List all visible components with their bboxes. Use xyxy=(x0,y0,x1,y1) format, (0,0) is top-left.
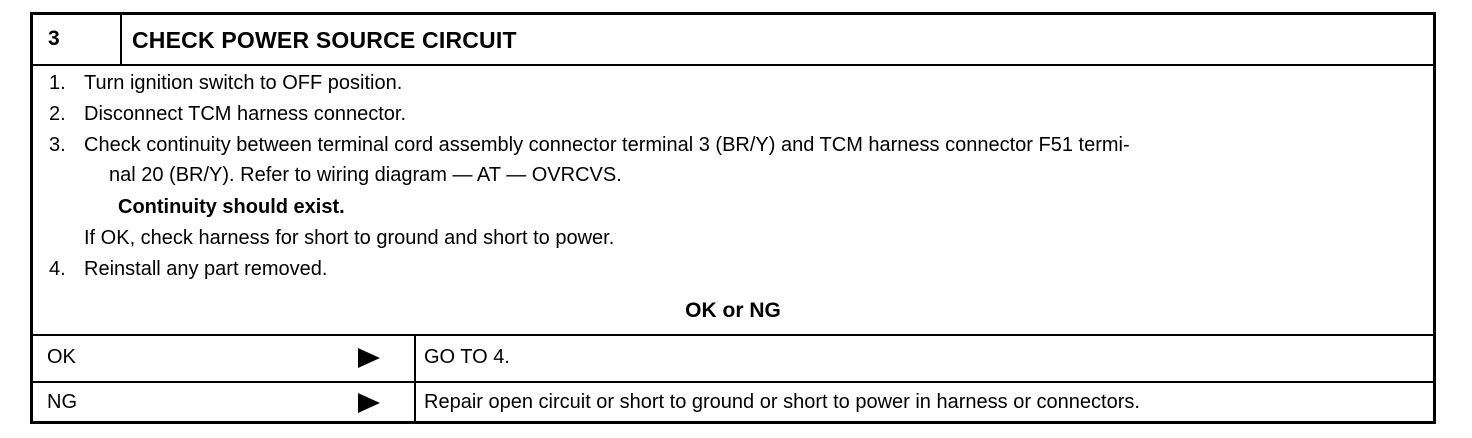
column-divider xyxy=(414,335,416,421)
result-action-ng: Repair open circuit or short to ground o… xyxy=(424,391,1140,413)
instruction-number: 1. xyxy=(49,72,66,94)
instruction-text: Reinstall any part removed. xyxy=(84,258,328,280)
result-heading: OK or NG xyxy=(685,299,781,322)
spec-callout: Continuity should exist. xyxy=(118,196,345,218)
row-divider xyxy=(33,334,1433,336)
step-number-cell: 3 xyxy=(33,15,122,64)
result-label-ng: NG xyxy=(47,391,77,413)
instruction-text: Disconnect TCM harness connector. xyxy=(84,103,407,125)
instruction-note: If OK, check harness for short to ground… xyxy=(84,227,615,249)
instruction-number: 4. xyxy=(49,258,66,280)
instruction-number: 3. xyxy=(49,134,66,156)
inspection-step-table: 3 CHECK POWER SOURCE CIRCUIT 1. Turn ign… xyxy=(30,12,1436,424)
instruction-text-continuation: nal 20 (BR/Y). Refer to wiring diagram —… xyxy=(109,164,622,186)
instruction-number: 2. xyxy=(49,103,66,125)
step-header: 3 CHECK POWER SOURCE CIRCUIT xyxy=(33,15,1433,66)
step-title: CHECK POWER SOURCE CIRCUIT xyxy=(132,27,517,53)
instruction-text: Turn ignition switch to OFF position. xyxy=(84,72,403,94)
step-number: 3 xyxy=(48,27,60,50)
arrow-right-icon xyxy=(358,348,380,368)
instruction-text: Check continuity between terminal cord a… xyxy=(84,134,1130,156)
row-divider xyxy=(33,381,1433,383)
arrow-right-icon xyxy=(358,393,380,413)
result-action-ok: GO TO 4. xyxy=(424,346,510,368)
result-label-ok: OK xyxy=(47,346,76,368)
